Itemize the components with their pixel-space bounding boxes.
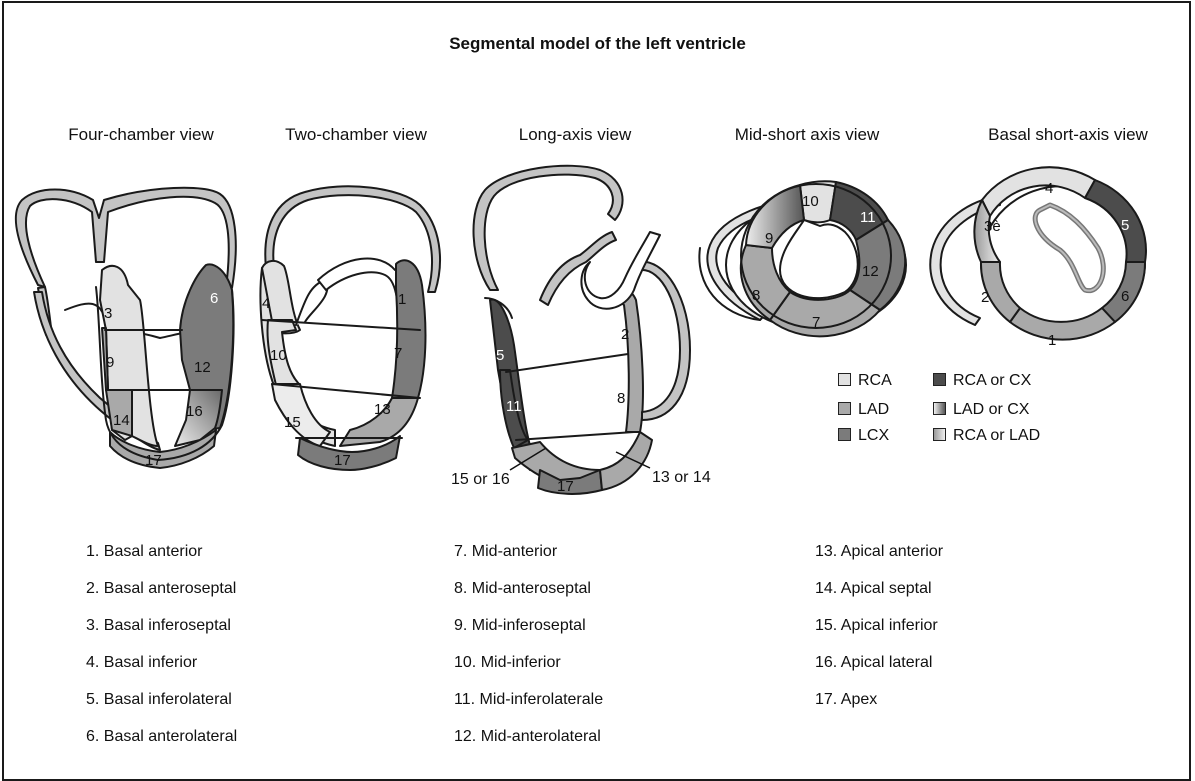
list-item: 2. Basal anteroseptal [86, 579, 237, 616]
seg-label: 6 [210, 290, 218, 307]
seg-label: 9 [765, 230, 773, 247]
list-item: 1. Basal anterior [86, 542, 237, 579]
seg-label: 2 [621, 326, 629, 343]
list-item: 17. Apex [815, 690, 943, 727]
callout-label: 15 or 16 [451, 471, 510, 488]
list-item: 12. Mid-anterolateral [454, 727, 603, 764]
seg-label: 11 [860, 209, 876, 226]
seg-label: 5 [496, 347, 504, 364]
legend-item-rca: RCA [838, 372, 892, 390]
seg-label: 1 [1048, 332, 1056, 349]
list-item: 13. Apical anterior [815, 542, 943, 579]
list-item: 5. Basal inferolateral [86, 690, 237, 727]
long-axis-diagram [474, 166, 690, 494]
seg-label: 4 [262, 295, 270, 312]
legend-item-lad-or-cx: LAD or CX [933, 401, 1029, 419]
seg-label: 1 [398, 291, 406, 308]
seg-label: 16 [186, 403, 203, 420]
seg-label: 10 [802, 193, 819, 210]
swatch-rca [838, 373, 851, 386]
seg-label: 8 [617, 390, 625, 407]
list-item: 9. Mid-inferoseptal [454, 616, 603, 653]
callout-label: 13 or 14 [652, 469, 711, 486]
seg-label: 4 [1045, 180, 1053, 197]
seg-label: 3 [104, 305, 112, 322]
list-item: 11. Mid-inferolaterale [454, 690, 603, 727]
seg-label: 17 [145, 452, 162, 469]
list-item: 16. Apical lateral [815, 653, 943, 690]
segment-list-col1: 1. Basal anterior 2. Basal anteroseptal … [86, 542, 237, 764]
seg-label: 17 [334, 452, 351, 469]
list-item: 6. Basal anterolateral [86, 727, 237, 764]
legend-item-rca-or-cx: RCA or CX [933, 372, 1031, 390]
seg-label: 15 [284, 414, 301, 431]
legend-item-lcx: LCX [838, 427, 889, 445]
swatch-lcx [838, 428, 851, 441]
seg-label: 11 [506, 398, 522, 415]
list-item: 3. Basal inferoseptal [86, 616, 237, 653]
seg-label: 2 [981, 289, 989, 306]
list-item: 8. Mid-anteroseptal [454, 579, 603, 616]
swatch-lad-or-cx [933, 402, 946, 415]
seg-label: 7 [394, 345, 402, 362]
list-item: 15. Apical inferior [815, 616, 943, 653]
seg-label: 10 [270, 347, 287, 364]
swatch-rca-or-cx [933, 373, 946, 386]
list-item: 7. Mid-anterior [454, 542, 603, 579]
swatch-rca-or-lad [933, 428, 946, 441]
seg-label: 12 [194, 359, 211, 376]
seg-label: 6 [1121, 288, 1129, 305]
seg-label: 7 [812, 314, 820, 331]
swatch-lad [838, 402, 851, 415]
list-item: 4. Basal inferior [86, 653, 237, 690]
seg-label: 14 [113, 412, 130, 429]
seg-label: 3è [984, 218, 1001, 235]
legend-item-lad: LAD [838, 401, 889, 419]
seg-label: 9 [106, 354, 114, 371]
basal-short-axis-diagram [930, 167, 1146, 339]
legend-item-rca-or-lad: RCA or LAD [933, 427, 1040, 445]
seg-label: 5 [1121, 217, 1129, 234]
list-item: 10. Mid-inferior [454, 653, 603, 690]
seg-label: 13 [374, 401, 391, 418]
seg-label: 12 [862, 263, 879, 280]
seg-label: 17 [557, 478, 574, 495]
segment-list-col3: 13. Apical anterior 14. Apical septal 15… [815, 542, 943, 727]
list-item: 14. Apical septal [815, 579, 943, 616]
segment-list-col2: 7. Mid-anterior 8. Mid-anteroseptal 9. M… [454, 542, 603, 764]
seg-label: 8 [752, 287, 760, 304]
